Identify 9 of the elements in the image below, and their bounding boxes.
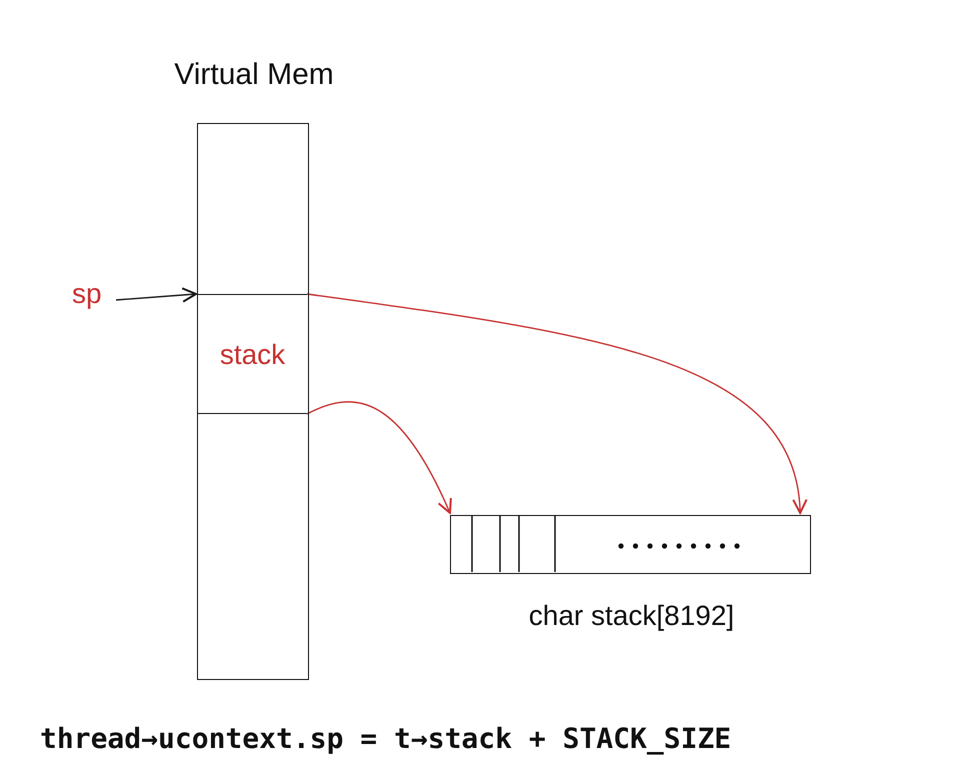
region-label: stack	[218, 339, 286, 371]
arrow	[306, 401, 452, 514]
arrow	[306, 293, 806, 514]
array-caption: char stack[8192]	[528, 600, 736, 632]
stack-region	[198, 294, 307, 414]
formula-text: thread→ucontext.sp = t→stack + STACK_SIZE	[40, 722, 732, 755]
arrow	[116, 287, 197, 303]
pointer-label: sp	[72, 278, 103, 310]
column-heading: Virtual Mem	[173, 58, 335, 92]
